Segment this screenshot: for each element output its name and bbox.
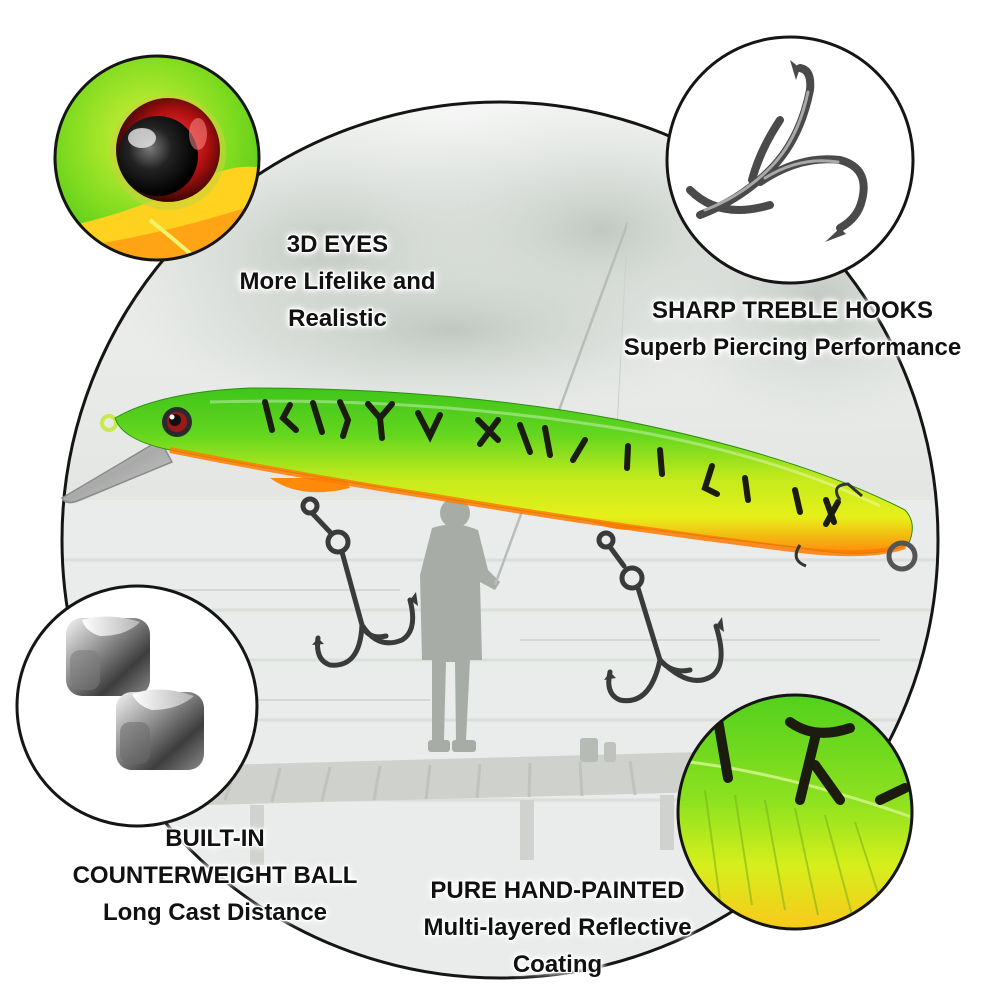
callout-title: SHARP TREBLE HOOKS (652, 297, 933, 324)
weight-cube-top (66, 616, 150, 696)
callout-line: Multi-layered Reflective (423, 914, 692, 941)
fishing-lure (61, 387, 918, 704)
callout-line: Coating (512, 951, 603, 978)
paint-detail-circle (676, 693, 914, 931)
callout-line: More Lifelike and (239, 268, 436, 295)
callout-line: Superb Piercing Performance (623, 334, 962, 361)
callout-line: Long Cast Distance (102, 899, 328, 926)
weight-cube-bottom (116, 689, 204, 770)
callout-line: COUNTERWEIGHT BALL (72, 862, 358, 889)
callout-counterweight: BUILT-IN COUNTERWEIGHT BALL Long Cast Di… (60, 820, 370, 931)
callout-treble-hooks: SHARP TREBLE HOOKS Superb Piercing Perfo… (600, 292, 985, 366)
callout-title: PURE HAND-PAINTED (430, 877, 685, 904)
hook-detail-circle (665, 35, 915, 285)
callout-title: 3D EYES (286, 231, 389, 258)
callout-3d-eyes: 3D EYES More Lifelike and Realistic (215, 226, 460, 337)
callout-title: BUILT-IN (165, 825, 265, 852)
callout-line: Realistic (288, 305, 387, 332)
callout-hand-painted: PURE HAND-PAINTED Multi-layered Reflecti… (400, 872, 715, 983)
counterweight-detail-circle (15, 584, 259, 828)
